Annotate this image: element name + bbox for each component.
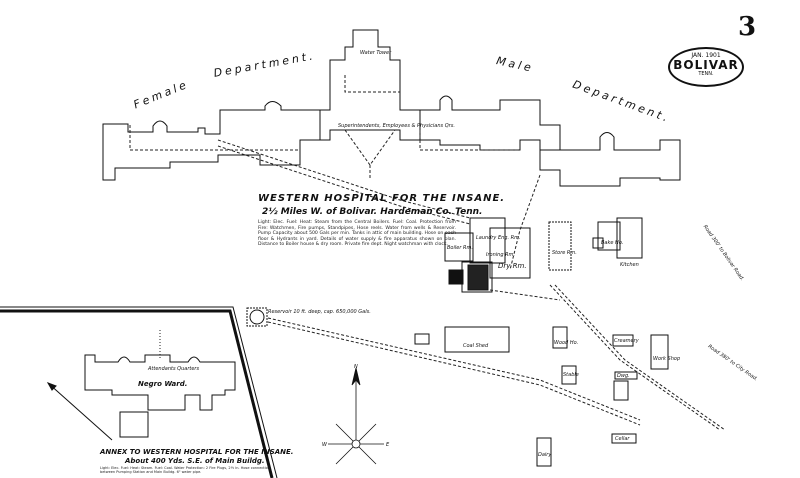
label-ironing: Ironing Rm. [486, 252, 516, 258]
compass-e: E [386, 442, 390, 448]
sheet-number: 3 [738, 12, 757, 42]
female-wing-outline [102, 101, 321, 181]
label-admin: Superintendents, Employees & Physicians … [338, 123, 455, 129]
center-building-outline [319, 29, 421, 141]
coal-shed-outline [444, 326, 510, 353]
annex-subtitle: About 400 Yds. S.E. of Main Buildg. [125, 457, 265, 465]
label-dwelling: Dwg. [617, 373, 630, 379]
label-coal-shed: Coal Shed [463, 343, 489, 349]
hospital-subtitle: 2½ Miles W. of Bolivar. Hardeman Co. Ten… [262, 207, 483, 217]
location-stamp: JAN. 1901 BOLIVAR TENN. [668, 47, 744, 87]
male-east-wing-outline [539, 132, 681, 187]
label-kitchen: Kitchen [620, 262, 639, 268]
store-room-outline [548, 221, 572, 271]
compass-rose [328, 367, 384, 465]
label-dairy: Dairy [538, 452, 552, 458]
label-cellar: Cellar [615, 436, 630, 442]
annex-outline [84, 354, 236, 411]
annex-title: ANNEX TO WESTERN HOSPITAL FOR THE INSANE… [100, 448, 294, 456]
label-reservoir: Reservoir 10 ft. deep, cap. 650,000 Gals… [268, 309, 371, 315]
compass-w: W [322, 442, 327, 448]
hospital-title: WESTERN HOSPITAL FOR THE INSANE. [258, 193, 506, 204]
label-creamery: Creamery [614, 338, 639, 344]
laundry-outline [469, 217, 506, 264]
label-wood: Wood Ho. [554, 340, 579, 346]
annex-description: Light: Elec. Fuel: Heat: Steam. Fuel: Co… [100, 466, 270, 474]
stamp-state: TENN. [698, 71, 714, 77]
label-bake: Bake Ho. [601, 240, 624, 246]
north-arrow [46, 382, 113, 441]
label-work-shop: Work Shop [653, 356, 681, 362]
label-annex-quarters: Attendants Quarters [148, 366, 200, 372]
label-laundry: Laundry Eng. Rm. [476, 235, 521, 241]
dry-room-outline [489, 227, 531, 279]
compass-n: N [354, 364, 358, 370]
label-store: Store Rm. [552, 250, 577, 256]
label-annex-ward: Negro Ward. [138, 380, 188, 388]
label-boiler: Boiler Rm. [447, 245, 473, 251]
label-stable: Stable [563, 372, 579, 378]
label-dry-room: Dry Rm. [498, 262, 527, 270]
chimney-block [448, 269, 464, 285]
male-wing-outline [419, 95, 561, 151]
stamp-city: BOLIVAR [673, 58, 739, 72]
label-water-tower: Water Tower [360, 50, 392, 56]
stamp-date: JAN. 1901 [691, 52, 721, 59]
boiler-room-outline [444, 232, 474, 262]
hospital-description: Light: Elec. Fuel: Heat: Steam from the … [258, 220, 456, 248]
